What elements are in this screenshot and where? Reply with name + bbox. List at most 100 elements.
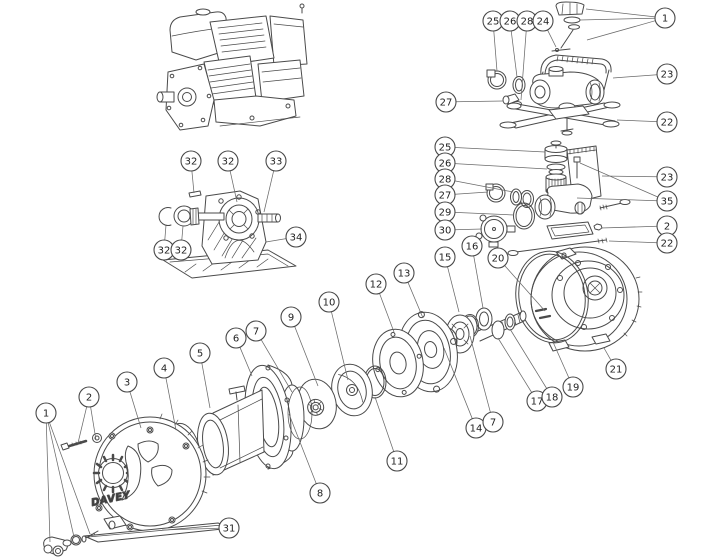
leader-line-35: [576, 197, 658, 202]
leader-line-33: [263, 170, 275, 213]
callout-21: 21: [605, 358, 627, 380]
leader-line-26: [510, 30, 518, 78]
svg-text:30: 30: [439, 226, 452, 237]
callout-19: 19: [562, 376, 584, 398]
svg-text:23: 23: [661, 70, 674, 81]
svg-text:11: 11: [391, 457, 404, 468]
leader-line-1: [47, 422, 75, 538]
svg-text:26: 26: [439, 159, 452, 170]
svg-text:27: 27: [439, 191, 452, 202]
svg-text:1: 1: [662, 14, 668, 25]
svg-text:13: 13: [398, 269, 411, 280]
svg-text:25: 25: [439, 143, 452, 154]
part-cover-disc: [297, 378, 337, 430]
svg-text:31: 31: [223, 524, 236, 535]
svg-text:9: 9: [288, 313, 294, 324]
svg-text:22: 22: [661, 118, 674, 129]
leader-line-6: [239, 347, 253, 377]
svg-text:34: 34: [290, 233, 303, 244]
leader-line-27: [454, 191, 489, 195]
leader-line-19: [552, 341, 570, 379]
svg-text:7: 7: [253, 327, 259, 338]
callout-6: 6: [225, 327, 247, 349]
svg-text:10: 10: [323, 298, 336, 309]
leader-line-15: [447, 266, 460, 313]
part-canister: [197, 385, 265, 476]
leader-line-11: [374, 396, 395, 452]
callout-3: 3: [116, 371, 138, 393]
part-seal-seat: [475, 307, 493, 331]
callout-23: 23: [656, 166, 678, 188]
leader-line-17: [497, 337, 533, 393]
part-front-cover: DAVEY: [90, 413, 211, 532]
callout-7: 7: [245, 320, 267, 342]
svg-text:26: 26: [504, 17, 517, 28]
svg-text:6: 6: [233, 334, 239, 345]
leader-line-7: [469, 335, 491, 413]
leader-lines: [45, 8, 658, 543]
callout-2: 2: [78, 386, 100, 408]
callout-20: 20: [487, 247, 509, 269]
callout-29: 29: [434, 201, 456, 223]
leader-line-2: [90, 406, 97, 441]
svg-text:4: 4: [161, 364, 167, 375]
callout-16: 16: [461, 235, 483, 257]
leader-line-25: [454, 147, 546, 153]
leader-line-30: [454, 228, 483, 231]
callout-11: 11: [386, 450, 408, 472]
callout-8: 8: [309, 482, 331, 504]
callout-18: 18: [541, 386, 563, 408]
leader-line-22: [616, 119, 658, 122]
svg-text:5: 5: [197, 349, 203, 360]
leader-line-35: [579, 162, 658, 198]
svg-text:17: 17: [531, 397, 544, 408]
callout-4: 4: [153, 357, 175, 379]
callout-15: 15: [434, 246, 456, 268]
leader-line-2: [600, 225, 658, 229]
part-diffuser: [372, 328, 424, 398]
svg-text:32: 32: [222, 157, 235, 168]
svg-text:28: 28: [439, 175, 452, 186]
part-volute-casing: [530, 246, 643, 352]
svg-text:12: 12: [370, 280, 383, 291]
callout-34: 34: [285, 226, 307, 248]
svg-text:18: 18: [546, 393, 559, 404]
svg-text:21: 21: [610, 365, 623, 376]
leader-line-3: [129, 391, 142, 429]
callout-1: 1: [35, 402, 57, 424]
leader-line-10: [331, 311, 349, 381]
callout-5: 5: [189, 342, 211, 364]
svg-text:32: 32: [158, 246, 171, 257]
leader-line-13: [407, 282, 424, 319]
callout-1: 1: [654, 7, 676, 29]
exploded-pump-illustration: DAVEY: [43, 246, 643, 557]
svg-text:2: 2: [664, 222, 670, 233]
suction-strainer: [92, 453, 134, 494]
svg-text:19: 19: [567, 383, 580, 394]
leader-line-31: [161, 527, 220, 531]
leader-line-18: [509, 328, 548, 389]
leader-line-24: [547, 29, 557, 48]
callout-31: 31: [218, 517, 240, 539]
callout-9: 9: [280, 306, 302, 328]
svg-text:7: 7: [490, 418, 496, 429]
leader-line-28: [520, 30, 527, 101]
callout-30: 30: [434, 219, 456, 241]
leader-line-28: [454, 180, 514, 193]
svg-text:24: 24: [537, 17, 550, 28]
svg-text:23: 23: [661, 173, 674, 184]
svg-text:8: 8: [317, 489, 323, 500]
leader-line-20: [504, 265, 546, 312]
callout-23: 23: [656, 63, 678, 85]
svg-text:3: 3: [124, 378, 130, 389]
callout-33: 33: [265, 150, 287, 172]
leader-line-22: [608, 240, 658, 244]
callout-32: 32: [217, 150, 239, 172]
svg-text:15: 15: [439, 253, 452, 264]
part-impeller: [331, 363, 373, 417]
callout-25: 25: [434, 136, 456, 158]
leader-line-34: [265, 238, 287, 243]
leader-line-2: [77, 406, 88, 444]
